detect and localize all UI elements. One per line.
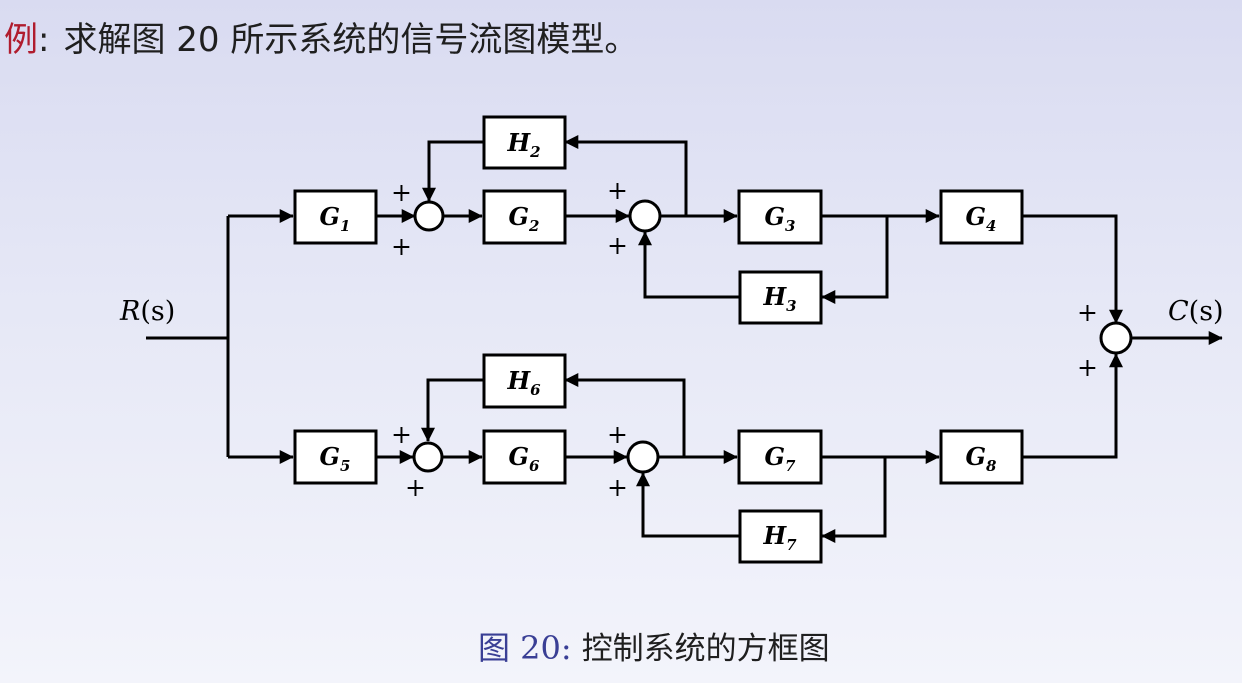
label-g6: G6 (509, 442, 541, 475)
summing-junction-2 (628, 199, 662, 233)
output-sum-sign-bottom: + (1077, 353, 1098, 382)
sum4-sign-top: + (607, 420, 628, 449)
block-g6 (482, 429, 567, 485)
label-h6: H6 (506, 366, 541, 399)
summing-junction-3 (412, 441, 444, 473)
line-g4-to-output-sum (1022, 214, 1123, 324)
line-g8-to-output-sum (1022, 353, 1123, 459)
output-sum-sign-top: + (1077, 298, 1098, 327)
summing-junction-4 (626, 440, 660, 474)
output-label: C(s) (1168, 296, 1224, 327)
label-g5: G5 (320, 442, 351, 475)
block-g2 (482, 189, 567, 245)
label-g4: G4 (966, 202, 997, 235)
input-label: R(s) (119, 296, 175, 327)
line-h7-feedback-pickoff (821, 457, 887, 543)
block-g3 (737, 189, 823, 245)
example-label: 例 (4, 20, 38, 60)
figure-caption-text: 控制系统的方框图 (581, 631, 830, 667)
sum1-sign-bottom: + (391, 232, 412, 261)
line-h3-to-sum2 (638, 231, 739, 299)
sum3-sign-top: + (391, 420, 412, 449)
block-g7 (737, 429, 823, 485)
block-g8 (939, 429, 1024, 485)
figure-caption: 图 20:控制系统的方框图 (478, 626, 830, 671)
block-g1 (293, 189, 378, 245)
label-g2: G2 (509, 202, 540, 235)
sum1-sign-top: + (391, 178, 412, 207)
line-h2-feedback-pickoff (564, 135, 688, 216)
block-h2 (482, 115, 567, 170)
sum2-sign-top: + (607, 176, 628, 205)
block-h7 (738, 509, 823, 564)
block-g4 (939, 189, 1024, 245)
block-h6 (482, 353, 567, 409)
line-h6-to-sum3 (421, 378, 483, 442)
summing-junction-output (1099, 321, 1133, 355)
label-g8: G8 (966, 442, 998, 475)
block-h3 (738, 270, 823, 325)
label-h7: H7 (762, 521, 797, 554)
figure-label: 图 20: (478, 629, 572, 667)
label-g1: G1 (320, 202, 351, 235)
summing-junction-1 (413, 200, 445, 232)
sum4-sign-bottom: + (607, 473, 628, 502)
line-h2-to-sum1 (422, 140, 483, 202)
problem-statement: 例: 求解图 20 所示系统的信号流图模型。 (4, 18, 638, 62)
block-g5 (293, 429, 378, 485)
line-h3-feedback-pickoff (821, 216, 889, 304)
line-h6-feedback-pickoff (564, 373, 686, 457)
label-h2: H2 (506, 128, 540, 161)
sum3-sign-bottom: + (405, 473, 426, 502)
label-g7: G7 (765, 442, 797, 475)
label-g3: G3 (765, 202, 796, 235)
line-h7-to-sum4 (636, 472, 739, 538)
sum2-sign-bottom: + (607, 231, 628, 260)
problem-text: 求解图 20 所示系统的信号流图模型。 (63, 20, 639, 60)
example-colon: : (38, 20, 50, 60)
label-h3: H3 (762, 282, 796, 315)
